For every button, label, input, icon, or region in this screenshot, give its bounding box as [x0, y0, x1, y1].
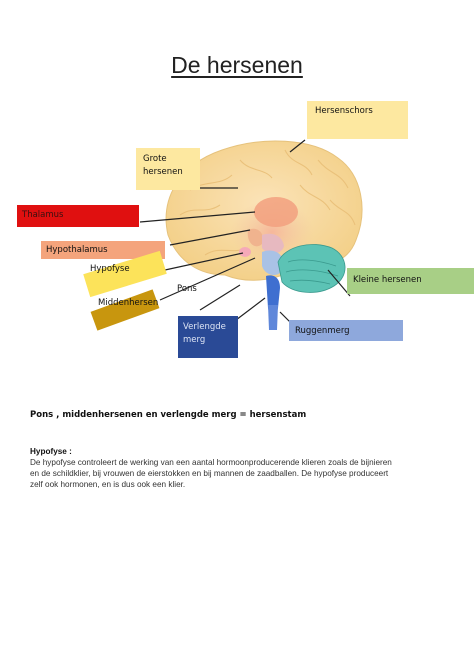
cerebellum-shape — [277, 244, 346, 293]
hypothalamus-box — [41, 241, 165, 259]
label-middenhersen: Middenhersen — [98, 298, 159, 308]
hypofyse-line-3: zelf ook hormonen, en is dus ook een kli… — [30, 480, 186, 489]
brain-diagram — [17, 101, 474, 358]
hersenschors-box — [307, 101, 408, 139]
grote-hersenen-box — [136, 148, 200, 190]
midbrain-shape — [262, 233, 284, 254]
hersenstam-line: Pons , middenhersenen en verlengde merg … — [30, 410, 307, 420]
spinal-cord-shape — [268, 305, 278, 330]
kleine-hersenen-box — [347, 268, 474, 294]
label-pons: Pons — [177, 284, 197, 294]
thalamus-shape — [254, 197, 298, 227]
pons-shape — [262, 250, 284, 275]
thalamus-box — [17, 205, 139, 227]
middenhersen-box — [90, 289, 160, 331]
hypofyse-heading: Hypofyse : — [30, 447, 72, 456]
label-hypofyse: Hypofyse — [90, 264, 130, 274]
pituitary-shape — [239, 247, 251, 257]
label-thalamus: Thalamus — [22, 210, 64, 220]
page-title: De hersenen — [171, 52, 303, 78]
hypothalamus-shape — [247, 228, 263, 247]
label-hypothalamus: Hypothalamus — [46, 245, 108, 255]
label-ruggenmerg: Ruggenmerg — [295, 326, 350, 336]
label-kleine-hersenen: Kleine hersenen — [353, 275, 422, 285]
verlengde-merg-box — [178, 316, 238, 358]
label-hersenschors: Hersenschors — [315, 106, 373, 116]
ruggenmerg-box — [289, 320, 403, 341]
label-verlengde-merg: Verlengde merg — [183, 322, 226, 345]
hypofyse-line-1: De hypofyse controleert de werking van e… — [30, 458, 392, 467]
hypofyse-box — [83, 250, 167, 298]
hypofyse-line-2: en de schildklier, bij vrouwen de eierst… — [30, 469, 389, 478]
label-grote-hersenen: Grote hersenen — [143, 154, 183, 177]
